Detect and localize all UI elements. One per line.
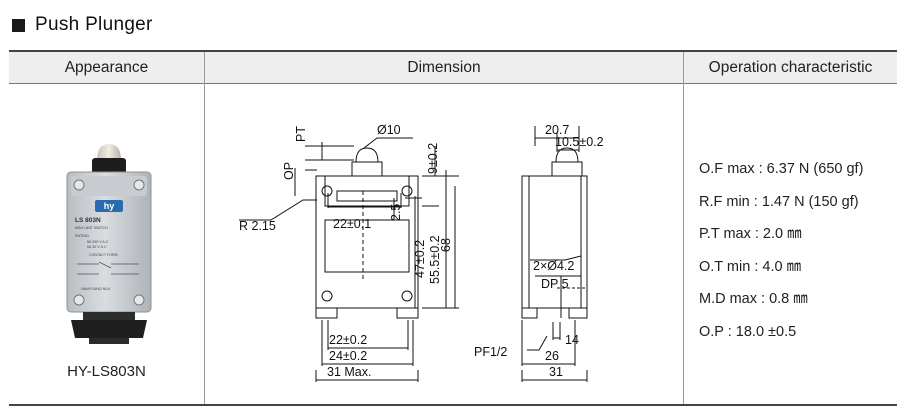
label-width-10-5: 10.5±0.2 xyxy=(555,135,604,149)
op-line-md: M.D max : 0.8 ㎜ xyxy=(699,291,808,307)
op-line-op: O.P : 18.0 ±0.5 xyxy=(699,323,797,340)
photo-rating-dc: 6A 30 V D.C xyxy=(87,245,107,249)
label-pt: PT xyxy=(294,126,308,142)
label-thread: PF1/2 xyxy=(474,345,507,359)
section-header: Push Plunger xyxy=(12,12,153,38)
product-photo: hy LS 803N MINI LIMIT SWITCH RATING 5A 2… xyxy=(66,144,152,344)
op-line-pt: P.T max : 2.0 ㎜ xyxy=(699,226,802,242)
label-width-14: 14 xyxy=(565,333,579,347)
brand-logo xyxy=(95,200,123,212)
photo-rating-label: RATING xyxy=(75,234,89,238)
label-op: OP xyxy=(282,162,296,180)
spec-table: Appearance Dimension Operation character… xyxy=(9,50,897,406)
photo-rating-ac: 5A 250 V A.C xyxy=(87,240,109,244)
photo-brand: hy xyxy=(104,201,115,211)
label-height-55-5: 55.5±0.2 xyxy=(428,235,442,284)
header-appearance: Appearance xyxy=(9,52,204,83)
label-height-47: 47±0.2 xyxy=(413,240,427,278)
photo-maker: HANYOUNG NUX xyxy=(81,287,111,291)
dimension-drawing: PT OP Ø10 R 2.15 22±0.1 2.5 47±0.2 55.5±… xyxy=(239,123,604,382)
label-width-22a: 22±0.1 xyxy=(333,217,371,231)
photo-contact-label: CONTACT FORM xyxy=(89,253,118,257)
label-width-31-max: 31 Max. xyxy=(327,365,371,379)
product-model-caption: HY-LS803N xyxy=(67,363,146,380)
table-top-rule xyxy=(9,50,897,52)
section-title: Push Plunger xyxy=(35,14,153,35)
label-width-20-7: 20.7 xyxy=(545,123,569,137)
operation-list: O.F max : 6.37 N (650 gf) R.F min : 1.47… xyxy=(699,153,863,348)
label-depth: DP 5 xyxy=(541,277,569,291)
label-radius: R 2.15 xyxy=(239,219,276,233)
label-diameter: Ø10 xyxy=(377,123,401,137)
label-width-24: 24±0.2 xyxy=(329,349,367,363)
header-rule xyxy=(9,83,897,84)
column-divider xyxy=(683,52,684,404)
op-line-rf: R.F min : 1.47 N (150 gf) xyxy=(699,193,859,210)
table-bottom-rule xyxy=(9,404,897,406)
header-operation: Operation characteristic xyxy=(684,52,897,83)
header-dimension: Dimension xyxy=(205,52,683,83)
label-height-68: 68 xyxy=(439,238,453,252)
photo-model: LS 803N xyxy=(75,217,101,224)
square-bullet-icon xyxy=(12,18,25,32)
label-height-2-5: 2.5 xyxy=(389,204,403,221)
label-width-26: 26 xyxy=(545,349,559,363)
label-width-31: 31 xyxy=(549,365,563,379)
photo-subtitle: MINI LIMIT SWITCH xyxy=(75,226,108,230)
label-width-22b: 22±0.2 xyxy=(329,333,367,347)
op-line-of: O.F max : 6.37 N (650 gf) xyxy=(699,161,864,177)
label-height-9: 9±0.2 xyxy=(426,143,440,174)
column-divider xyxy=(204,52,205,404)
label-hole: 2×Ø4.2 xyxy=(533,259,574,273)
op-line-ot: O.T min : 4.0 ㎜ xyxy=(699,258,802,275)
